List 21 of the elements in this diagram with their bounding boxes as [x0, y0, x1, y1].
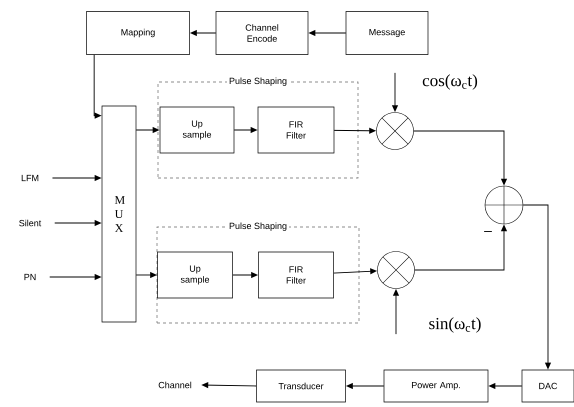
multiplexer-box: M U X — [102, 106, 136, 322]
process-box: FIR Filter — [258, 252, 334, 298]
carrier-label: cos(ω$_{c}$t) — [422, 74, 478, 90]
signal-label: LFM — [22, 174, 38, 182]
process-box: Message — [346, 11, 428, 55]
signal-label: PN — [24, 274, 36, 280]
process-box: Mapping — [86, 11, 190, 55]
process-box: Channel Encode — [216, 11, 308, 55]
signal-label: Silent — [19, 220, 42, 226]
multiplier-symbol — [377, 251, 415, 289]
carrier-label: sin(ω$_{c}$t) — [429, 317, 481, 333]
adder-symbol — [484, 186, 524, 224]
signal-label: Channel — [158, 382, 192, 388]
process-box: Up sample — [160, 106, 234, 154]
process-box: DAC — [522, 370, 574, 402]
process-box: Power Amp. — [384, 370, 488, 402]
process-box: Transducer — [256, 370, 346, 402]
minus-sign: – — [484, 231, 492, 232]
process-box: FIR Filter — [258, 106, 334, 154]
multiplier-symbol — [376, 112, 414, 150]
process-box: Up sample — [157, 252, 233, 298]
